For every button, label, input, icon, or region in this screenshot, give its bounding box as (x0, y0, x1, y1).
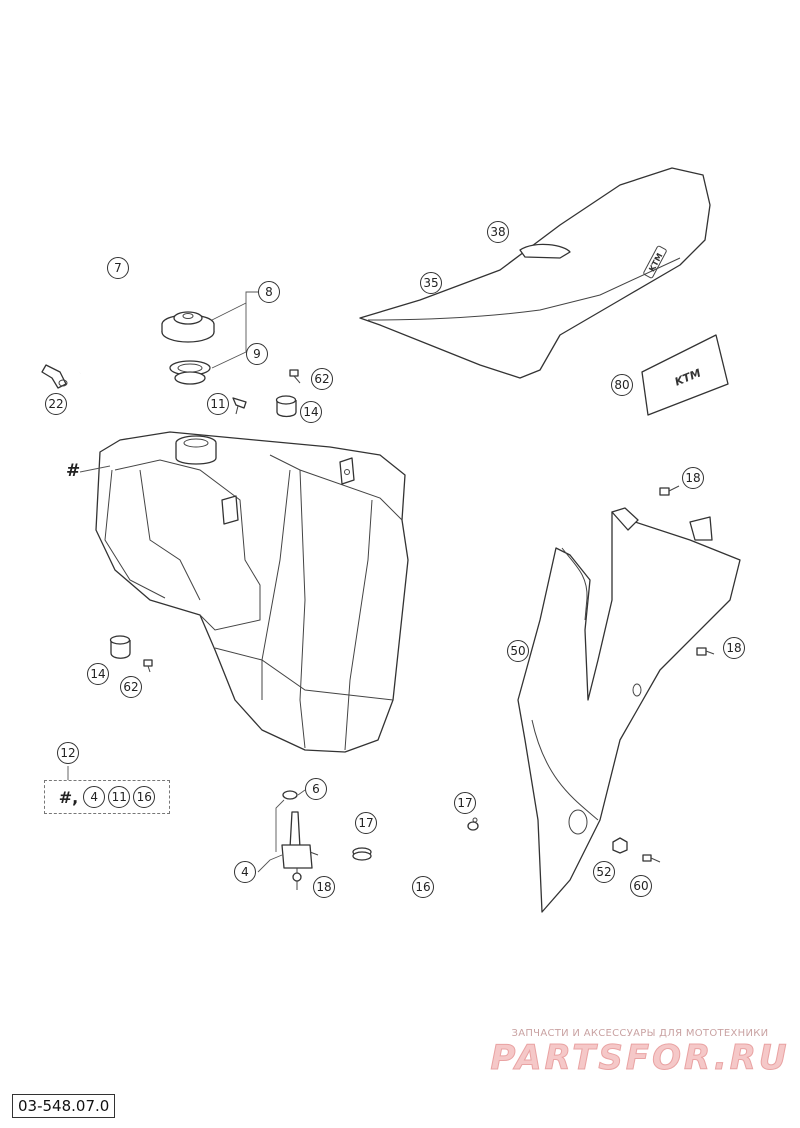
callout-38: 38 (487, 221, 509, 243)
watermark: ЗАПЧАСТИ И АКСЕССУАРЫ ДЛЯ МОТОТЕХНИКИ PA… (486, 1028, 794, 1078)
fuel-tap (281, 811, 319, 890)
callout-16: 16 (412, 876, 434, 898)
tank-marker: # (66, 461, 81, 481)
fuel-cap (161, 311, 215, 343)
document-number: 03-548.07.0 (12, 1094, 116, 1118)
bolt-18-middle (696, 647, 715, 656)
callout-18-upper: 18 (682, 467, 704, 489)
hose-clamp-upper (467, 817, 479, 831)
callout-11: 11 (207, 393, 229, 415)
bolt-18-upper (659, 485, 680, 496)
callout-17-right: 17 (454, 792, 476, 814)
seat: KTM (359, 167, 711, 379)
kit-item-16: 16 (133, 786, 156, 808)
repair-kit-contents: #, 4 11 16 (44, 780, 170, 814)
bushing-14-lower (109, 635, 131, 659)
seat-decal: KTM (641, 334, 729, 416)
kit-prefix: #, (58, 787, 79, 807)
bolt-62-lower (143, 659, 153, 673)
nut-52 (612, 837, 628, 854)
callout-60: 60 (630, 875, 652, 897)
callout-17-left: 17 (355, 812, 377, 834)
screw-11 (232, 397, 247, 415)
callout-14-upper: 14 (300, 401, 322, 423)
callout-14-lower: 14 (87, 663, 109, 685)
cap-seal (169, 360, 211, 385)
bushing-14-upper (275, 395, 297, 418)
bolt-60 (642, 854, 661, 863)
watermark-tagline: ЗАПЧАСТИ И АКСЕССУАРЫ ДЛЯ МОТОТЕХНИКИ (511, 1028, 769, 1039)
callout-12: 12 (57, 742, 79, 764)
callout-62-upper: 62 (311, 368, 333, 390)
breather-hose (78, 266, 192, 374)
callout-7: 7 (107, 257, 129, 279)
callout-52: 52 (593, 861, 615, 883)
side-panel (517, 507, 741, 913)
callout-35: 35 (420, 272, 442, 294)
callout-22: 22 (45, 393, 67, 415)
callout-9: 9 (246, 343, 268, 365)
callout-80: 80 (611, 374, 633, 396)
kit-item-4: 4 (83, 786, 106, 808)
hose-elbow (41, 364, 68, 389)
hose-clamp-lower (352, 847, 372, 861)
kit-item-11: 11 (108, 786, 131, 808)
callout-6: 6 (305, 778, 327, 800)
callout-4: 4 (234, 861, 256, 883)
fuel-tank (95, 431, 409, 753)
watermark-logo: PARTSFOR.RU (490, 1038, 790, 1078)
washer-6 (282, 790, 298, 800)
callout-18-lower: 18 (313, 876, 335, 898)
bolt-62-upper (289, 369, 301, 384)
fuel-hose (357, 824, 474, 893)
callout-62-lower: 62 (120, 676, 142, 698)
callout-18-middle: 18 (723, 637, 745, 659)
callout-50: 50 (507, 640, 529, 662)
callout-8: 8 (258, 281, 280, 303)
